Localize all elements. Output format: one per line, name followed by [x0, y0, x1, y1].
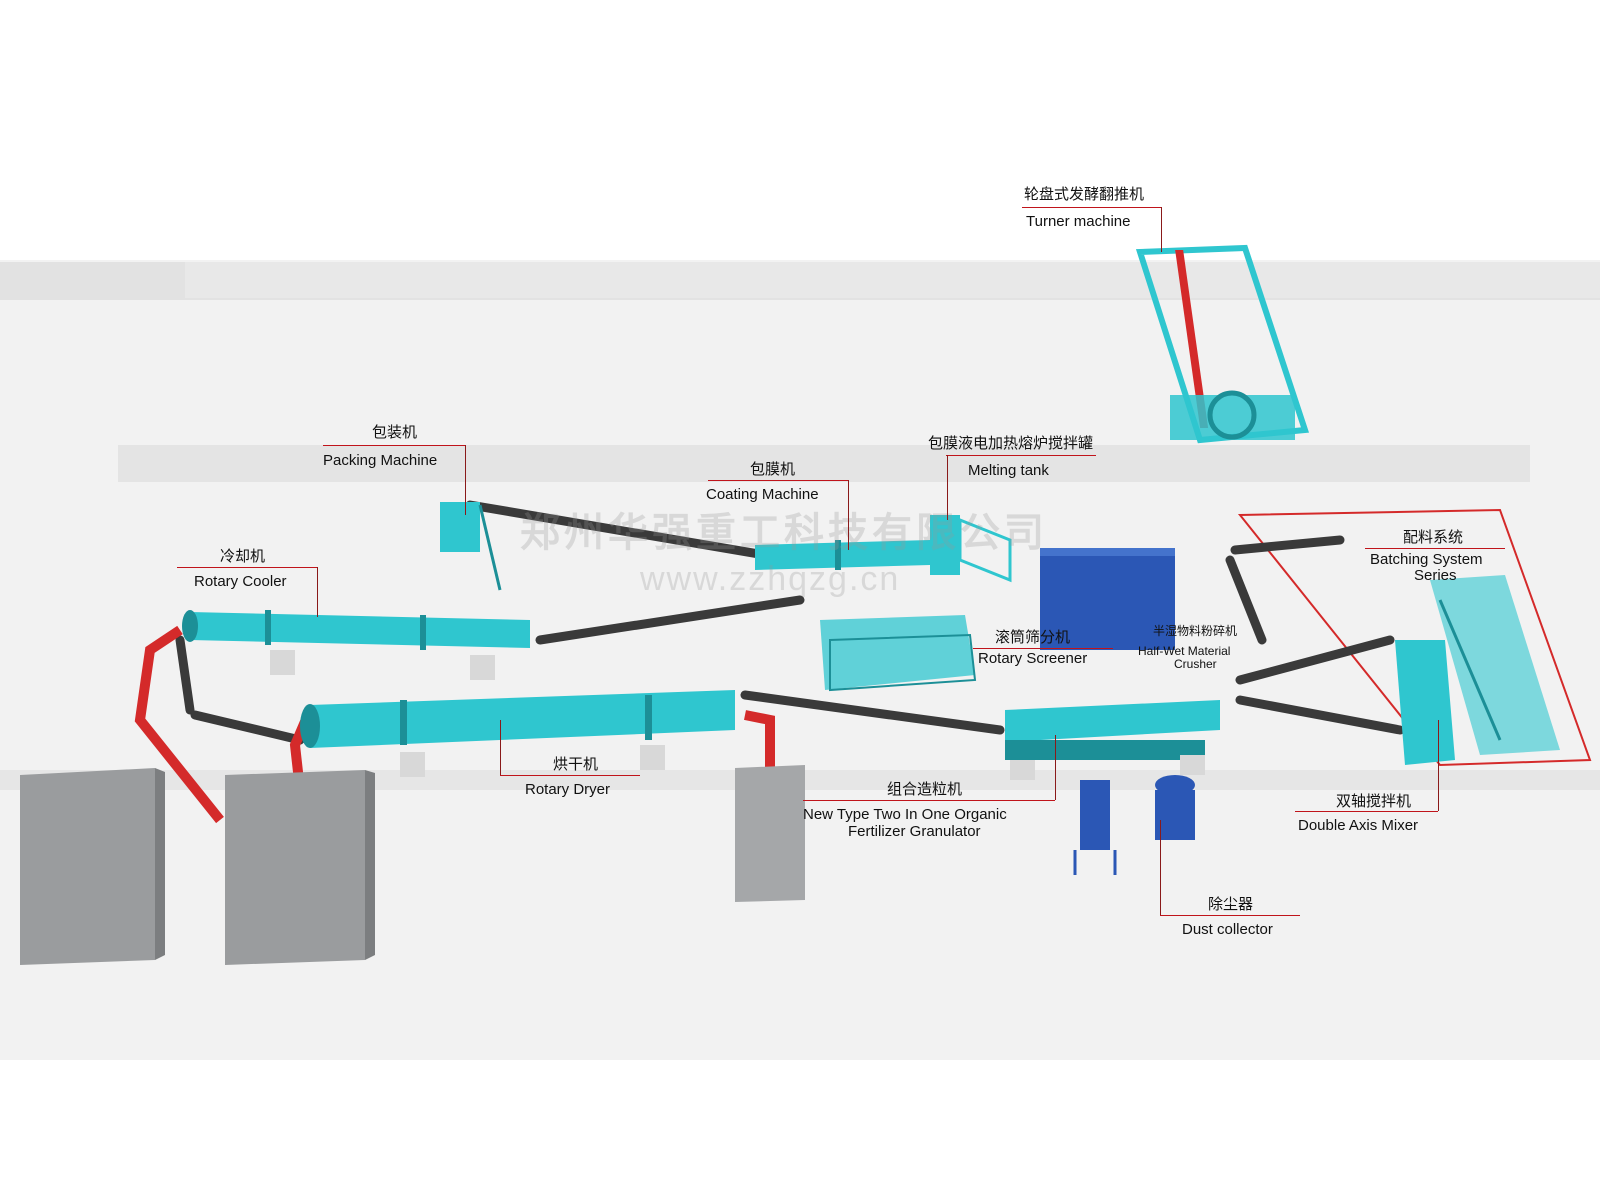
hot-air-furnaces: [20, 765, 805, 965]
melting-label-cn: 包膜液电加热熔炉搅拌罐: [928, 435, 1094, 452]
turner-label-cn: 轮盘式发酵翻推机: [1024, 186, 1145, 203]
watermark-url: www.zzhqzg.cn: [640, 560, 901, 598]
coating-label-cn: 包膜机: [750, 461, 796, 478]
batching-label-en-2: Series: [1414, 567, 1457, 584]
coating-label-en: Coating Machine: [706, 486, 819, 503]
batching-label-cn: 配料系统: [1403, 529, 1464, 546]
dust-collectors: [1073, 775, 1195, 875]
turner-label-en: Turner machine: [1026, 213, 1131, 230]
melting-tank: [930, 515, 1012, 583]
granulator-label-en-1: New Type Two In One Organic: [803, 806, 1007, 823]
crusher-housing: [1040, 548, 1175, 650]
watermark-company: 郑州华强重工科技有限公司: [520, 511, 1048, 555]
granulator-label-cn: 组合造粒机: [887, 781, 963, 798]
crusher-label-en-1: Half-Wet Material: [1138, 644, 1231, 658]
coating-machine: [755, 540, 930, 570]
crusher-label-en-2: Crusher: [1174, 657, 1217, 671]
cooler-label-cn: 冷却机: [220, 548, 266, 565]
melting-label-en: Melting tank: [968, 462, 1049, 479]
turner-machine: [1135, 244, 1310, 444]
screener-label-cn: 滚筒筛分机: [995, 629, 1071, 646]
granulator-label-en-2: Fertilizer Granulator: [848, 823, 981, 840]
packing-label-en: Packing Machine: [323, 452, 438, 469]
double-axis-mixer: [1395, 640, 1455, 765]
rotary-screener: [820, 615, 977, 692]
mixer-label-cn: 双轴搅拌机: [1336, 793, 1412, 810]
dust-label-en: Dust collector: [1182, 921, 1273, 938]
conveyors: [175, 500, 1405, 745]
screener-label-en: Rotary Screener: [978, 650, 1088, 667]
rotary-dryer: [300, 690, 735, 777]
packing-label-cn: 包装机: [372, 424, 418, 441]
batching-label-en-1: Batching System: [1370, 551, 1483, 568]
rotary-cooler: [182, 610, 530, 680]
dust-label-cn: 除尘器: [1208, 896, 1254, 913]
packing-machine: [440, 502, 502, 591]
batching-system: [1237, 508, 1592, 767]
mixer-label-en: Double Axis Mixer: [1298, 817, 1419, 834]
dryer-label-en: Rotary Dryer: [525, 781, 611, 798]
crusher-label-cn: 半湿物料粉碎机: [1153, 624, 1238, 638]
dryer-label-cn: 烘干机: [553, 756, 599, 773]
cooler-label-en: Rotary Cooler: [194, 573, 287, 590]
